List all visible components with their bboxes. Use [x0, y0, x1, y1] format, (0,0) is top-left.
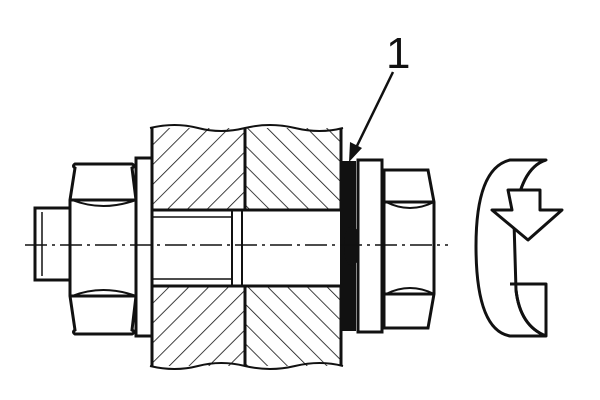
right-plate-upper	[245, 128, 341, 210]
bolt-shank	[33, 206, 341, 288]
callout-leader	[349, 71, 395, 162]
left-plate-upper	[152, 128, 245, 210]
right-washer	[356, 158, 384, 334]
right-plate-lower	[245, 286, 341, 366]
left-washer	[134, 156, 154, 338]
right-nut	[382, 168, 436, 330]
rotation-arrow-icon	[474, 158, 564, 338]
left-plate-lower	[152, 286, 245, 366]
locking-element	[340, 161, 360, 331]
callout-label: 1	[386, 29, 410, 78]
left-nut	[68, 162, 138, 336]
